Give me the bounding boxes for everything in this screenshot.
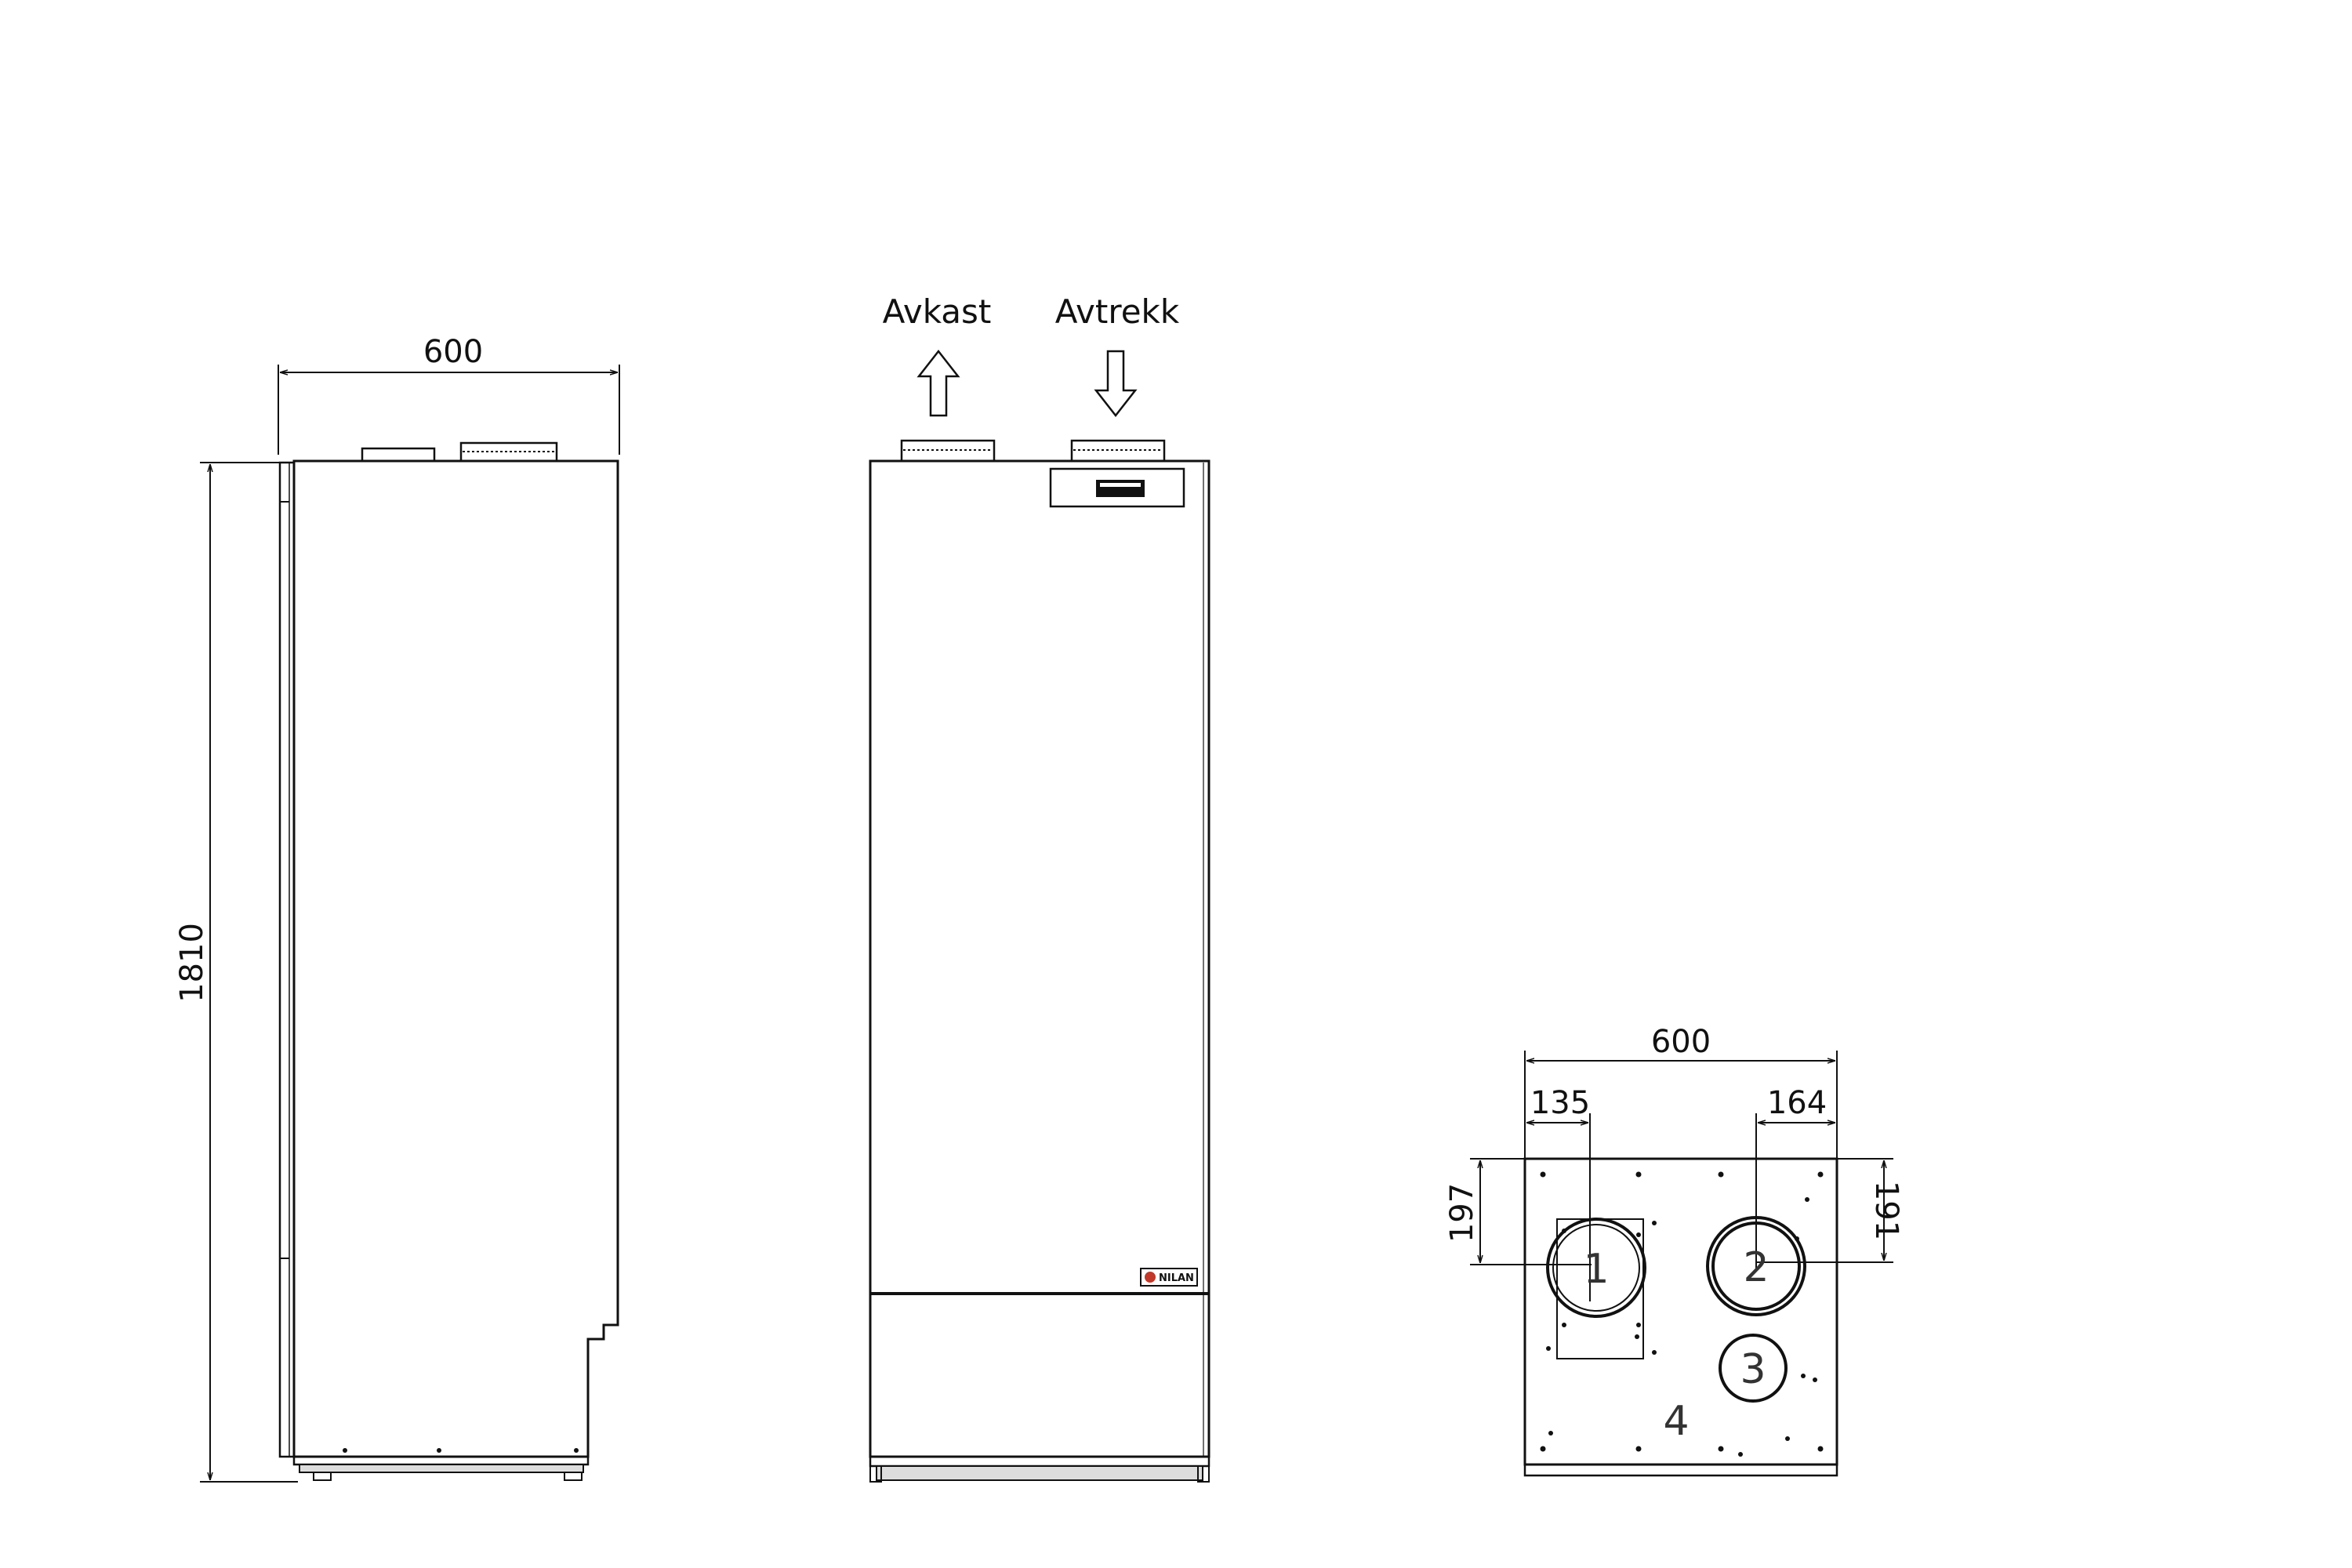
port-1: 1 [1546, 1218, 1646, 1318]
side-width-dimension [278, 365, 620, 455]
front-base [869, 1455, 1210, 1483]
side-top-spigot-left [361, 447, 436, 463]
left-depth-label: 197 [1444, 1183, 1480, 1243]
port-3: 3 [1719, 1334, 1788, 1403]
control-panel-display [1096, 480, 1145, 497]
left-offset-dimension [1526, 1113, 1591, 1301]
right-offset-label: 164 [1767, 1085, 1827, 1121]
right-depth-label: 191 [1868, 1181, 1904, 1240]
front-top-spigot-left [900, 439, 996, 463]
side-cabinet-body [292, 459, 619, 1458]
right-offset-dimension [1755, 1113, 1835, 1270]
port-2: 2 [1706, 1216, 1806, 1316]
brand-logo-text: NILAN [1159, 1272, 1194, 1284]
port-2-label: 2 [1743, 1244, 1769, 1291]
right-depth-dimension [1756, 1158, 1893, 1263]
port-1-label: 1 [1583, 1246, 1609, 1293]
side-view: 600 1810 [174, 334, 620, 1483]
side-width-label: 600 [423, 334, 483, 370]
mounting-screws [1540, 1171, 1824, 1457]
front-cabinet-body [869, 459, 1210, 1458]
brand-logo-icon [1145, 1272, 1156, 1283]
avtrekk-down-arrow [1094, 350, 1138, 418]
top-width-label: 600 [1651, 1024, 1711, 1060]
front-top-spigot-right [1070, 439, 1166, 463]
port-3-label: 3 [1740, 1346, 1766, 1393]
top-view: 600 135 164 197 191 [1444, 1024, 1904, 1477]
avkast-up-arrow [916, 349, 960, 417]
avkast-label: Avkast [883, 292, 992, 331]
control-panel [1049, 467, 1185, 508]
brand-logo: NILAN [1140, 1268, 1198, 1287]
avtrekk-label: Avtrekk [1055, 292, 1180, 331]
side-back-panel [278, 461, 296, 1458]
side-height-label: 1810 [174, 923, 210, 1003]
side-base [292, 1448, 590, 1481]
front-view: Avkast Avtrekk NILAN [869, 292, 1210, 1483]
side-height-dimension [200, 462, 298, 1483]
left-offset-label: 135 [1530, 1085, 1590, 1121]
port-4-label: 4 [1663, 1398, 1689, 1445]
top-width-dimension [1524, 1051, 1838, 1160]
side-top-spigot-right [459, 441, 558, 463]
left-depth-dimension [1470, 1158, 1592, 1265]
